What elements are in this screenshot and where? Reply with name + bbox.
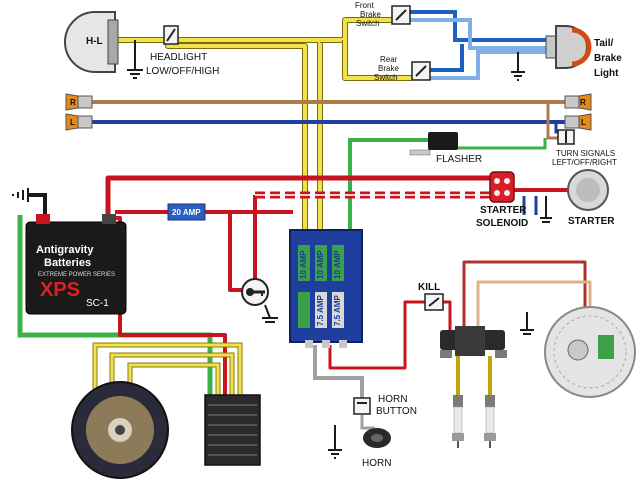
headlight-switch-label-1: HEADLIGHT: [150, 52, 207, 63]
turn-signals-label-2: LEFT/OFF/RIGHT: [552, 158, 617, 167]
regulator-rectifier: [204, 394, 261, 466]
ignition-switch: [241, 278, 278, 323]
wire-headlight-yellow: [115, 17, 412, 235]
horn-button-label-2: BUTTON: [376, 406, 417, 417]
turn-rear-l-label: L: [581, 118, 586, 127]
battery-brand-2: Batteries: [44, 257, 91, 269]
fuse-3-label: 10 AMP: [333, 250, 342, 279]
starter-motor: STARTER: [567, 169, 615, 227]
flasher-label: FLASHER: [436, 154, 482, 165]
horn-button: HORN BUTTON: [353, 394, 417, 417]
horn-button-label-1: HORN: [378, 394, 407, 405]
starter-solenoid: STARTER SOLENOID: [476, 171, 552, 229]
rear-brake-label-2: Brake: [378, 64, 399, 73]
stator: [71, 381, 169, 479]
wire-turn-signals: [92, 100, 565, 140]
turn-signal-front-right: R: [65, 93, 93, 111]
front-brake-label-3: Switch: [356, 19, 380, 28]
spark-plug-2: [484, 395, 496, 448]
headlight-label: H-L: [86, 36, 103, 47]
horn: HORN: [328, 425, 391, 469]
wire-stator-yellow: [92, 342, 243, 395]
tail-light-label-3: Light: [594, 68, 619, 79]
fuse-5-label: 7.5 AMP: [333, 295, 342, 326]
main-fuse: 20 AMP: [167, 203, 206, 221]
fuse-2-label: 10 AMP: [316, 250, 325, 279]
turn-front-l-label: L: [70, 118, 75, 127]
fuse-1-label: 10 AMP: [299, 250, 308, 279]
battery-model-1: XPS: [40, 279, 80, 301]
turn-signal-rear-right: R: [564, 93, 592, 111]
fuse-box: 10 AMP 10 AMP 10 AMP 7.5 AMP 7.5 AMP: [289, 229, 363, 348]
front-brake-label-2: Brake: [360, 10, 381, 19]
front-brake-label-1: Front: [355, 1, 374, 10]
front-brake-switch: Front Brake Switch: [355, 1, 411, 28]
tail-light-label-2: Brake: [594, 53, 622, 64]
turn-signal-switch: TURN SIGNALS LEFT/OFF/RIGHT: [552, 129, 617, 167]
starter-solenoid-label-2: SOLENOID: [476, 218, 528, 229]
starter-solenoid-label-1: STARTER: [480, 205, 527, 216]
headlight: H-L: [64, 11, 143, 79]
tail-light: Tail/ Brake Light: [511, 25, 622, 81]
rear-brake-label-1: Rear: [380, 55, 398, 64]
spark-plug-1: [452, 395, 464, 448]
ignition-pickup: [520, 306, 636, 398]
battery-ground: [12, 188, 29, 202]
wire-ground-battery: [28, 193, 47, 215]
rear-brake-label-3: Switch: [374, 73, 398, 82]
turn-signal-rear-left: L: [564, 113, 592, 131]
turn-signals-label-1: TURN SIGNALS: [556, 149, 615, 158]
battery-model-2: SC-1: [86, 298, 109, 309]
turn-front-r-label: R: [70, 98, 76, 107]
headlight-switch: HEADLIGHT LOW/OFF/HIGH: [146, 25, 219, 77]
battery: Antigravity Batteries EXTREME POWER SERI…: [25, 214, 127, 315]
tail-light-label-1: Tail/: [594, 38, 613, 49]
wire-brake-blue: [410, 10, 548, 80]
turn-rear-r-label: R: [580, 98, 586, 107]
battery-brand-1: Antigravity: [36, 244, 94, 256]
flasher: FLASHER: [409, 132, 482, 165]
main-fuse-label: 20 AMP: [172, 208, 201, 217]
kill-label: KILL: [418, 282, 440, 293]
ignition-coil: [440, 326, 507, 395]
kill-switch: KILL: [418, 282, 444, 311]
headlight-switch-label-2: LOW/OFF/HIGH: [146, 66, 219, 77]
rear-brake-switch: Rear Brake Switch: [374, 55, 431, 82]
fuse-4-label: 7.5 AMP: [316, 295, 325, 326]
wire-horn-grey: [313, 345, 375, 430]
horn-label: HORN: [362, 458, 391, 469]
starter-label: STARTER: [568, 216, 615, 227]
turn-signal-front-left: L: [65, 113, 93, 131]
battery-series: EXTREME POWER SERIES: [38, 272, 115, 278]
